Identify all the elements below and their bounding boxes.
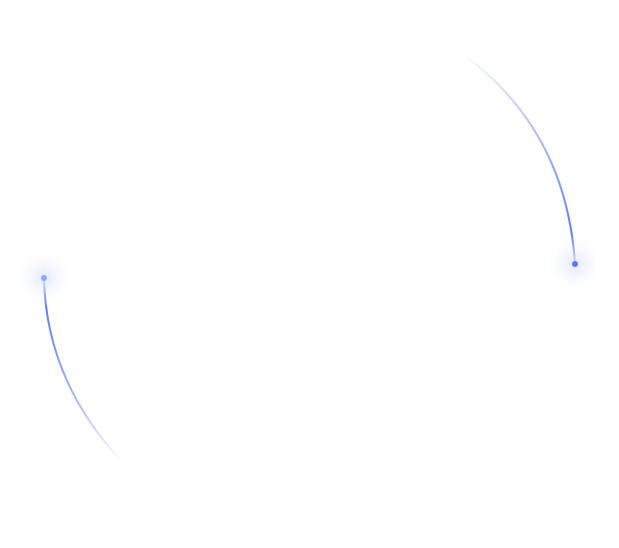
upper-right-dot	[572, 261, 578, 267]
lower-left-dot	[41, 275, 47, 281]
upper-right-arc	[459, 51, 576, 265]
